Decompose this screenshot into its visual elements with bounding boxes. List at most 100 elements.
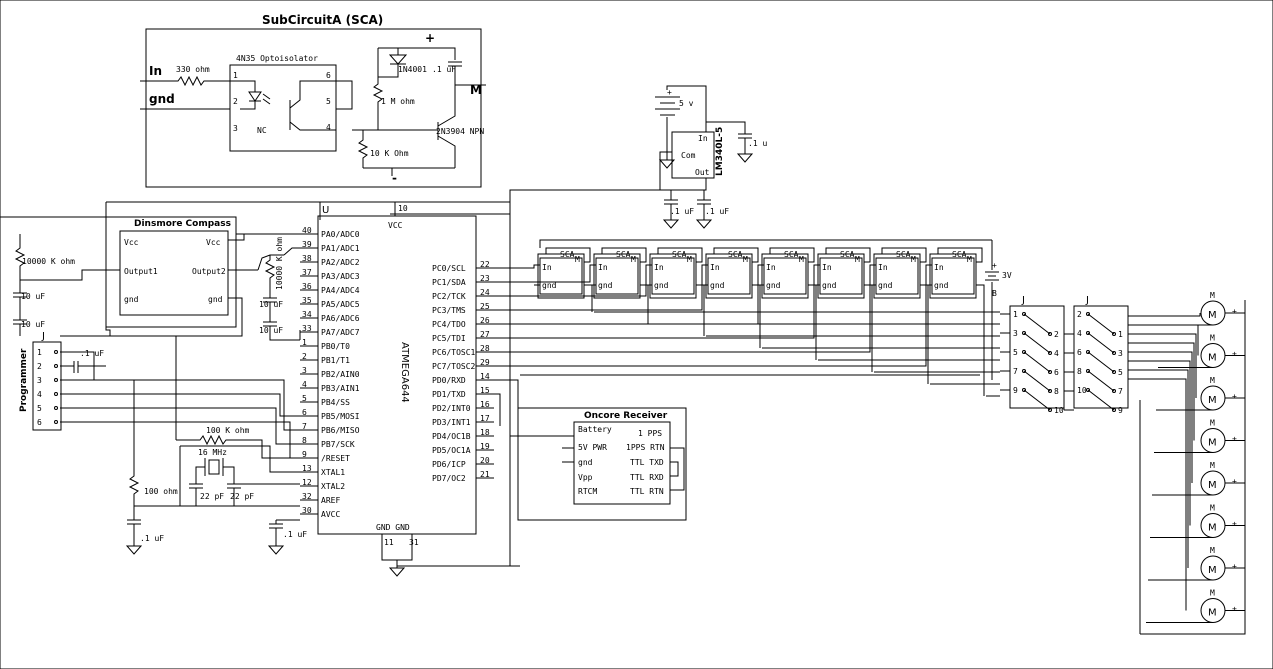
oncore-receiver: Oncore Receiver Battery 5V PWR gnd Vpp R… — [397, 379, 687, 567]
motor-symbol: M — [1208, 523, 1217, 534]
motor: M M + — [1128, 342, 1245, 453]
motor-ref: M — [1210, 376, 1215, 385]
programmer-pin-dot — [54, 364, 58, 368]
motor-symbol: M — [1208, 353, 1217, 364]
programmer-pin: 1 — [37, 348, 42, 357]
mcu-pin-name: PD2/INT0 — [432, 404, 471, 413]
motor-plus: + — [1232, 477, 1237, 486]
svg-text:NC: NC — [257, 126, 267, 135]
mcu-pin-number: 4 — [302, 380, 307, 389]
svg-text:-: - — [392, 171, 397, 185]
mcu-pin-number: 3 — [302, 366, 307, 375]
connector-pin: 7 — [1013, 367, 1018, 376]
sca-block-label: SCA — [952, 250, 967, 259]
mcu-pin-number: 20 — [480, 456, 490, 465]
mcu-pin-number: 22 — [480, 260, 490, 269]
sca-block-gnd: gnd — [654, 281, 669, 290]
mcu-pin-name: XTAL1 — [321, 468, 345, 477]
mcu-ground-icon — [388, 567, 406, 577]
svg-text:gnd: gnd — [124, 295, 139, 304]
programmer-pin-dot — [54, 378, 58, 382]
mcu-pin-name: PD3/INT1 — [432, 418, 471, 427]
motor-symbol: M — [1208, 480, 1217, 491]
sca-r-in — [172, 75, 230, 87]
mcu-pin-name: PB4/SS — [321, 398, 350, 407]
mcu-pin-name: PC3/TMS — [432, 306, 466, 315]
mcu-pin-name: PA3/ADC3 — [321, 272, 360, 281]
mcu-pin-number: 16 — [480, 400, 490, 409]
svg-text:U: U — [322, 205, 329, 216]
mcu-pin-number: 37 — [302, 268, 312, 277]
svg-text:100 ohm: 100 ohm — [144, 487, 178, 496]
motor-ref: M — [1210, 291, 1215, 300]
svg-text:10000 K ohm: 10000 K ohm — [22, 257, 75, 266]
reset-crystal-aref: 100 K ohm 16 MHz 22 pF 22 pF 100 ohm .1 … — [125, 336, 307, 555]
connector-pin: 8 — [1077, 367, 1082, 376]
connector-pin: 2 — [1054, 330, 1059, 339]
svg-text:10 K Ohm: 10 K Ohm — [370, 149, 409, 158]
sca-block-gnd: gnd — [766, 281, 781, 290]
sca-block-m: M — [575, 255, 580, 264]
sca-gnd-label: gnd — [149, 92, 175, 106]
svg-text:RTCM: RTCM — [578, 487, 597, 496]
mcu-pin-name: PA6/ADC6 — [321, 314, 360, 323]
mcu-pin-name: PD5/OC1A — [432, 446, 471, 455]
sca-block-m: M — [687, 255, 692, 264]
compass-r-right — [264, 255, 276, 286]
mcu-pin-name: PD4/OC1B — [432, 432, 471, 441]
connector-pin: 1 — [1013, 310, 1018, 319]
motor-symbol: M — [1208, 608, 1217, 619]
sca-block-gnd: gnd — [598, 281, 613, 290]
receiver-body — [573, 421, 671, 505]
mcu-pin-number: 29 — [480, 358, 490, 367]
svg-text:B: B — [992, 289, 997, 298]
compass-section: Dinsmore Compass Vcc Vcc Output1 Output2… — [13, 216, 300, 341]
motors: MM+MM+MM+MM+MM+MM+MM+MM+ — [1128, 291, 1246, 635]
connector-pin: 3 — [1118, 349, 1123, 358]
mcu-pin-name: PB3/AIN1 — [321, 384, 360, 393]
programmer-body — [32, 341, 62, 431]
connector-pin: 9 — [1118, 406, 1123, 415]
sca-block-in: In — [934, 263, 944, 272]
mcu-pin-number: 34 — [302, 310, 312, 319]
connector-pin: 2 — [1077, 310, 1082, 319]
mcu-pin-number: 21 — [480, 470, 490, 479]
svg-text:1PPS RTN: 1PPS RTN — [626, 443, 665, 452]
sca-block-m: M — [855, 255, 860, 264]
subcircuit-a: SubCircuitA (SCA) In gnd 330 ohm 4N35 Op… — [140, 13, 486, 188]
motor-plus: + — [1232, 392, 1237, 401]
sca-block-m: M — [911, 255, 916, 264]
mcu-pin-number: 32 — [302, 492, 312, 501]
svg-text:Output2: Output2 — [192, 267, 226, 276]
mcu-pin-number: 5 — [302, 394, 307, 403]
motor-ref: M — [1210, 461, 1215, 470]
connector-pin: 1 — [1118, 330, 1123, 339]
connector-pin: 5 — [1118, 368, 1123, 377]
programmer-pin: 2 — [37, 362, 42, 371]
motor-plus: + — [1232, 350, 1237, 359]
connector-pin: 5 — [1013, 348, 1018, 357]
opto-label: 4N35 Optoisolator — [236, 54, 318, 63]
sca-block-m: M — [743, 255, 748, 264]
connector-pin: 4 — [1077, 329, 1082, 338]
mcu-pin-number: 30 — [302, 506, 312, 515]
mcu-pin-number: 23 — [480, 274, 490, 283]
svg-text:3: 3 — [233, 124, 238, 133]
mcu-body — [317, 215, 477, 535]
sca-block-in: In — [878, 263, 888, 272]
svg-text:1: 1 — [233, 71, 238, 80]
sca-block-label: SCA — [728, 250, 743, 259]
diode-icon — [388, 54, 408, 65]
svg-text:3V: 3V — [1002, 271, 1012, 280]
motor: M M + — [1128, 369, 1245, 581]
sca-r2 — [357, 130, 369, 168]
svg-text:gnd: gnd — [208, 295, 223, 304]
svg-text:.1 uF: .1 uF — [283, 530, 307, 539]
mcu-pin-name: PA7/ADC7 — [321, 328, 360, 337]
programmer-pin: 5 — [37, 404, 42, 413]
